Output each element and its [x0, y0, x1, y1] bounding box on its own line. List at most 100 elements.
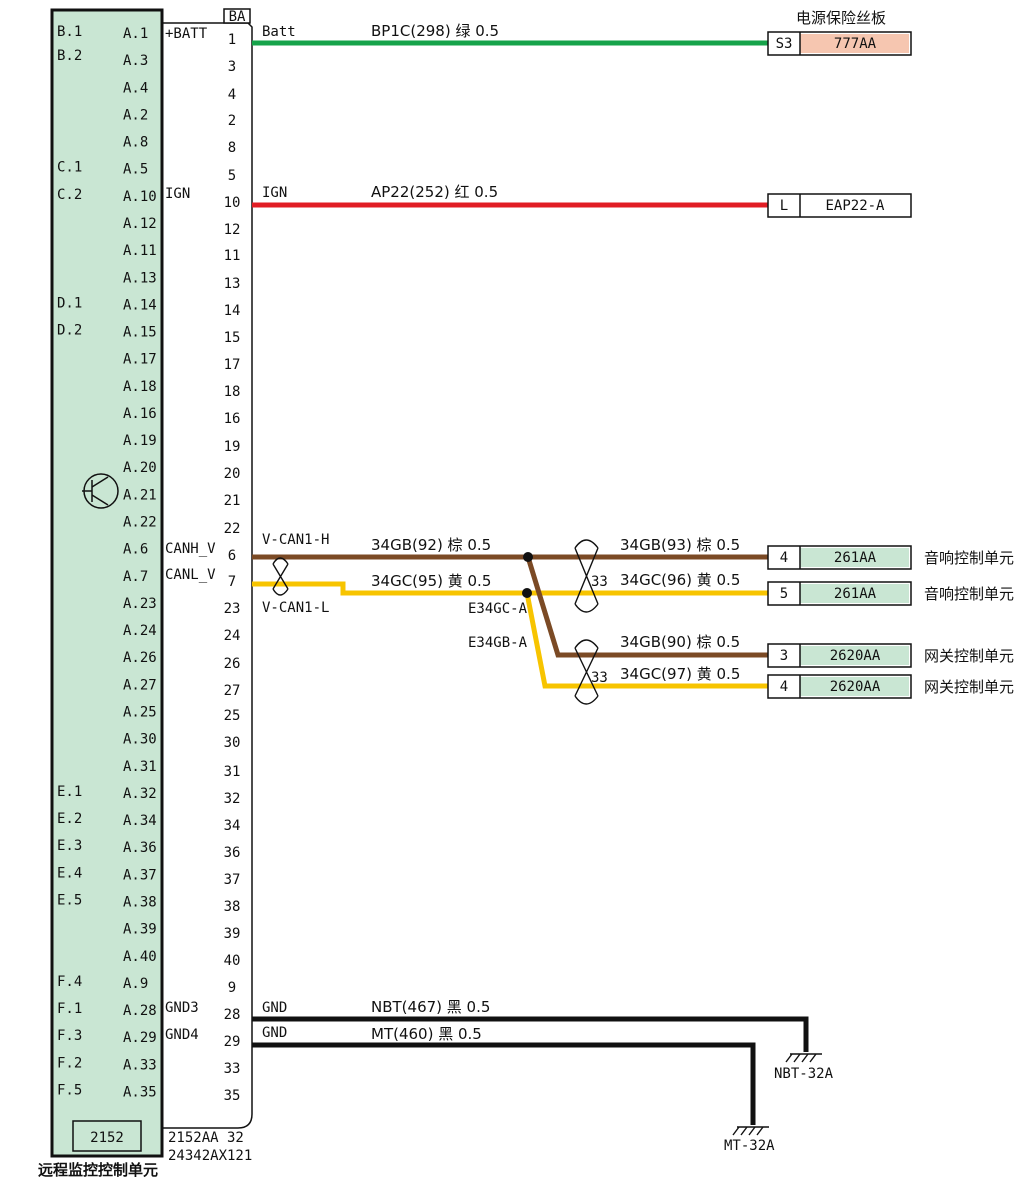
- twist-label: 33: [591, 670, 608, 686]
- branch-circuit: 34GB(93) 棕 0.5: [620, 536, 740, 554]
- connector-name: 777AA: [834, 36, 877, 52]
- pin-number: 15: [224, 330, 241, 346]
- pin-number: 20: [224, 466, 241, 482]
- splice-can-h: [523, 552, 533, 562]
- wire-can-l-branch: [524, 592, 768, 689]
- pin-number: 36: [224, 845, 241, 861]
- part-code: 24342AX121: [168, 1148, 252, 1164]
- pin-number: 16: [224, 411, 241, 427]
- module-inner-pin: A.3: [123, 53, 148, 69]
- pin-number: 10: [224, 195, 241, 211]
- module-inner-pin: A.27: [123, 677, 157, 693]
- module-inner-pin: A.17: [123, 352, 157, 368]
- wire-label: IGN: [262, 185, 287, 201]
- module-inner-pin: A.30: [123, 732, 157, 748]
- wire-circuit: 34GB(92) 棕 0.5: [371, 536, 491, 554]
- module-inner-pin: A.34: [123, 813, 157, 829]
- connector-dest: 音响控制单元: [924, 549, 1014, 567]
- connector-name: 2620AA: [830, 648, 881, 664]
- module-inner-pin: F.2: [57, 1055, 82, 1071]
- connector-audio-h: 4 261AA 音响控制单元: [767, 545, 1014, 570]
- module-inner-pin: A.4: [123, 80, 148, 96]
- connector-outline: [162, 22, 253, 1129]
- pin-number: 21: [224, 493, 241, 509]
- module-inner-pin: A.2: [123, 107, 148, 123]
- module-code-box: [72, 1120, 142, 1152]
- pin-number: 9: [228, 980, 236, 996]
- module-inner-pin: A.14: [123, 297, 157, 313]
- pin-number: 35: [224, 1088, 241, 1104]
- module-inner-pin: C.2: [57, 187, 82, 203]
- pin-number: 13: [224, 276, 241, 292]
- module-inner-pin: A.26: [123, 650, 157, 666]
- fuse-box-title: 电源保险丝板: [796, 9, 886, 27]
- module-inner-pins-left: B.1B.2C.1C.2D.1D.2E.1E.2E.3E.4E.5F.4F.1F…: [57, 24, 82, 1098]
- connector-ign: L EAP22-A: [767, 193, 912, 218]
- module-inner-pin: A.6: [123, 542, 148, 558]
- pin-number: 37: [224, 872, 241, 888]
- wire-label: V-CAN1-H: [262, 532, 329, 548]
- module-inner-pins-right: A.1A.3A.4A.2A.8A.5A.10A.12A.11A.13A.14A.…: [123, 26, 157, 1100]
- pin-number: 30: [224, 735, 241, 751]
- transistor-icon: [82, 473, 119, 509]
- twisted-pair-icon: [574, 539, 599, 613]
- module-inner-pin: A.15: [123, 325, 157, 341]
- module-inner-pin: A.13: [123, 270, 157, 286]
- connector-name: EAP22-A: [825, 198, 885, 214]
- pin-number: 3: [228, 59, 236, 75]
- module-inner-pin: B.2: [57, 48, 82, 64]
- module-inner-pin: A.32: [123, 786, 157, 802]
- module-inner-pin: A.20: [123, 460, 157, 476]
- pin-number: 38: [224, 899, 241, 915]
- pin-number: 19: [224, 439, 241, 455]
- module-inner-pin: A.40: [123, 949, 157, 965]
- ground-icon: [732, 1126, 769, 1136]
- pin-number: 7: [228, 574, 236, 590]
- ground-label: NBT-32A: [774, 1066, 834, 1082]
- module-inner-pin: A.37: [123, 867, 157, 883]
- pin-number: 23: [224, 601, 241, 617]
- module-inner-pin: B.1: [57, 24, 82, 40]
- pin-number: 25: [224, 708, 241, 724]
- module-inner-pin: F.3: [57, 1028, 82, 1044]
- signal-canl: CANL_V: [165, 567, 216, 583]
- pin-number: 31: [224, 764, 241, 780]
- connector-audio-l: 5 261AA 音响控制单元: [767, 581, 1014, 606]
- splice-can-l: [522, 588, 532, 598]
- signal-ign: IGN: [165, 186, 190, 202]
- module-inner-pin: A.29: [123, 1030, 157, 1046]
- pin-number: 22: [224, 521, 241, 537]
- wire-label: V-CAN1-L: [262, 600, 329, 616]
- connector-id-box: [223, 8, 251, 24]
- branch-circuit: 34GC(97) 黄 0.5: [620, 665, 740, 683]
- module-inner-pin: E.5: [57, 892, 82, 908]
- pin-number: 27: [224, 683, 241, 699]
- pin-number: 24: [224, 628, 241, 644]
- branch-circuit: 34GC(96) 黄 0.5: [620, 571, 740, 589]
- pin-number: 6: [228, 548, 236, 564]
- module-inner-pin: A.1: [123, 26, 148, 42]
- pin-numbers: 1342851012111314151718161920212267232426…: [224, 32, 241, 1104]
- pin-number: 33: [224, 1061, 241, 1077]
- module-inner-pin: A.7: [123, 569, 148, 585]
- module-inner-pin: E.4: [57, 865, 82, 881]
- wire-circuit: BP1C(298) 绿 0.5: [371, 22, 499, 40]
- pin-number: 39: [224, 926, 241, 942]
- module-inner-pin: D.1: [57, 295, 82, 311]
- pin-number: 12: [224, 222, 241, 238]
- module-code: 2152: [90, 1130, 124, 1146]
- module-inner-pin: E.2: [57, 811, 82, 827]
- splice-label-gc: E34GC-A: [468, 601, 528, 617]
- module-inner-pin: A.28: [123, 1003, 157, 1019]
- signal-canh: CANH_V: [165, 541, 216, 557]
- module-inner-pin: A.21: [123, 487, 157, 503]
- module-inner-pin: D.2: [57, 323, 82, 339]
- connector-dest: 网关控制单元: [924, 647, 1014, 665]
- twisted-pair-icon: [272, 557, 289, 596]
- pin-number: 4: [228, 87, 236, 103]
- module-inner-pin: A.25: [123, 705, 157, 721]
- pin-number: 17: [224, 357, 241, 373]
- connector-dest: 音响控制单元: [924, 585, 1014, 603]
- module-inner-pin: A.19: [123, 433, 157, 449]
- pin-number: 2: [228, 113, 236, 129]
